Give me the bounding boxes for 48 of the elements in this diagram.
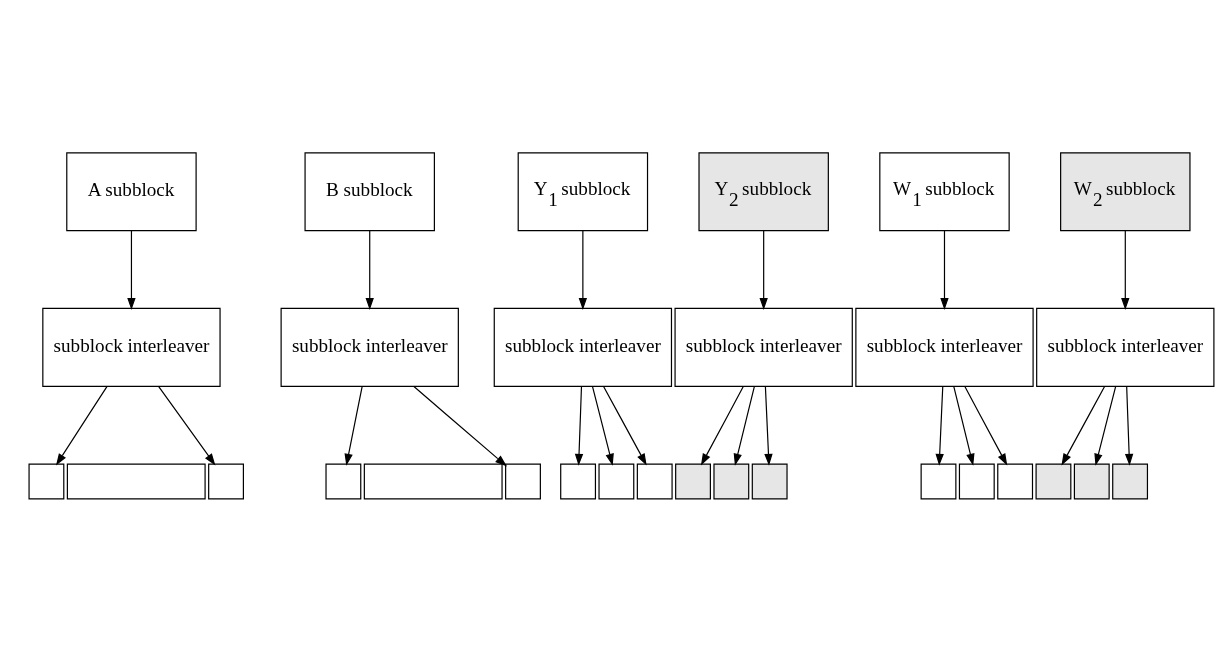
node-box <box>920 463 957 500</box>
arrow <box>759 230 768 310</box>
node-box: subblock interleaver <box>1036 307 1215 387</box>
node-box <box>598 463 635 500</box>
node-box <box>505 463 541 500</box>
arrow <box>733 385 755 466</box>
node-box <box>325 463 362 500</box>
arrow <box>935 385 944 466</box>
node-box: subblock interleaver <box>42 307 221 387</box>
arrow <box>764 385 773 466</box>
arrow <box>591 385 614 466</box>
node-box: A subblock <box>66 152 197 232</box>
node-box: B subblock <box>304 152 435 232</box>
node-box: subblock interleaver <box>493 307 673 387</box>
node-box <box>1073 463 1110 500</box>
arrow <box>578 230 588 310</box>
arrow <box>964 385 1008 466</box>
arrow <box>1124 385 1134 466</box>
node-box <box>675 463 711 500</box>
node-box <box>713 463 750 500</box>
arrow <box>940 230 949 310</box>
arrow <box>1094 385 1117 466</box>
node-box: subblock interleaver <box>674 307 853 387</box>
arrow <box>413 385 507 467</box>
arrow <box>55 385 108 466</box>
node-box <box>66 463 206 500</box>
node-box <box>997 463 1034 500</box>
node-box <box>208 463 244 500</box>
node-box <box>28 463 65 500</box>
node-box <box>636 463 673 500</box>
node-box: subblock interleaver <box>855 307 1034 387</box>
arrow <box>365 230 374 310</box>
node-box <box>958 463 995 500</box>
arrow <box>700 385 745 466</box>
node-box: subblock interleaver <box>280 307 459 387</box>
node-box <box>751 463 788 500</box>
arrow <box>157 385 216 466</box>
arrow <box>1121 230 1130 310</box>
arrow <box>602 385 647 466</box>
node-box <box>1035 463 1072 500</box>
arrow <box>1061 385 1106 466</box>
node-box <box>363 463 503 500</box>
arrow <box>953 385 975 466</box>
node-box <box>560 463 597 500</box>
arrow <box>344 385 363 466</box>
node-box <box>1112 463 1149 500</box>
arrow <box>127 230 136 310</box>
arrow <box>574 385 584 466</box>
